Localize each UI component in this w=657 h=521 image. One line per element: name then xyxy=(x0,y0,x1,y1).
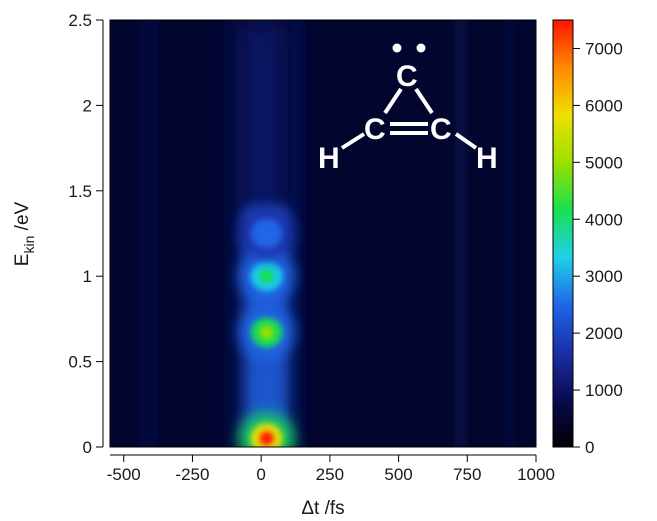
x-axis: -500 -250 0 250 500 750 1000 xyxy=(107,454,555,484)
y-tick-label: 2.5 xyxy=(68,11,92,30)
y-tick-label: 2 xyxy=(83,96,92,115)
y-axis-title-sub: kin xyxy=(21,236,37,254)
lone-pair-dot-right xyxy=(416,43,426,53)
bond-left-h xyxy=(340,132,366,150)
x-tick-label: 250 xyxy=(316,465,344,484)
y-tick-label: 1 xyxy=(83,267,92,286)
colorbar-tick-label: 4000 xyxy=(585,210,623,229)
x-tick-label: 1000 xyxy=(517,465,555,484)
streak-3 xyxy=(455,20,467,447)
peak-core-1 xyxy=(259,325,274,340)
peak-core-0 xyxy=(259,431,274,446)
heatmap-features xyxy=(140,20,515,447)
y-tick-label: 1.5 xyxy=(68,182,92,201)
colorbar-tick-label: 0 xyxy=(585,438,594,457)
peak-layer xyxy=(238,207,295,447)
streak-4 xyxy=(505,20,515,447)
atom-left-h: H xyxy=(318,142,340,175)
heatmap-background xyxy=(110,20,536,447)
x-tick-label: 0 xyxy=(256,465,265,484)
colorbar-tick-label: 2000 xyxy=(585,324,623,343)
colorbar-ticks: 0 1000 2000 3000 4000 5000 6000 7000 xyxy=(573,39,623,457)
x-tick-label: -250 xyxy=(175,465,209,484)
bond-top-left xyxy=(383,87,403,115)
molecule-inset: C C C H H xyxy=(318,43,498,175)
x-tick-label: 500 xyxy=(384,465,412,484)
peak-core-2 xyxy=(259,269,274,284)
colorbar-tick-label: 6000 xyxy=(585,96,623,115)
streak-2 xyxy=(292,20,306,447)
atom-right-c: C xyxy=(430,113,452,146)
y-tick-label: 0.5 xyxy=(68,353,92,372)
heatmap-frame xyxy=(109,19,537,448)
bond-right-h xyxy=(454,132,478,150)
x-axis-title: Δt /fs xyxy=(301,498,344,519)
colorbar-tick-label: 5000 xyxy=(585,153,623,172)
atom-left-c: C xyxy=(364,113,386,146)
y-tick-label: 0 xyxy=(83,438,92,457)
colorbar-tick-label: 3000 xyxy=(585,267,623,286)
colorbar-tick-label: 7000 xyxy=(585,39,623,58)
y-axis-title: Ekin /eV xyxy=(12,201,37,266)
atom-top-c: C xyxy=(396,60,418,93)
colorbar-gradient xyxy=(552,19,574,448)
colorbar: 0 1000 2000 3000 4000 5000 6000 7000 xyxy=(552,19,623,457)
y-axis-title-rest: /eV xyxy=(12,201,33,235)
x-tick-label: 750 xyxy=(453,465,481,484)
peak-core-3 xyxy=(259,226,274,241)
atom-right-h: H xyxy=(476,142,498,175)
lone-pair-dot-left xyxy=(392,43,402,53)
y-axis-title-main: E xyxy=(12,254,33,267)
streak-1 xyxy=(140,20,158,447)
x-tick-label: -500 xyxy=(107,465,141,484)
heatmap xyxy=(109,19,537,448)
y-axis: 0 0.5 1 1.5 2 2.5 xyxy=(68,11,104,457)
colorbar-tick-label: 1000 xyxy=(585,381,623,400)
bond-top-right xyxy=(414,87,434,115)
